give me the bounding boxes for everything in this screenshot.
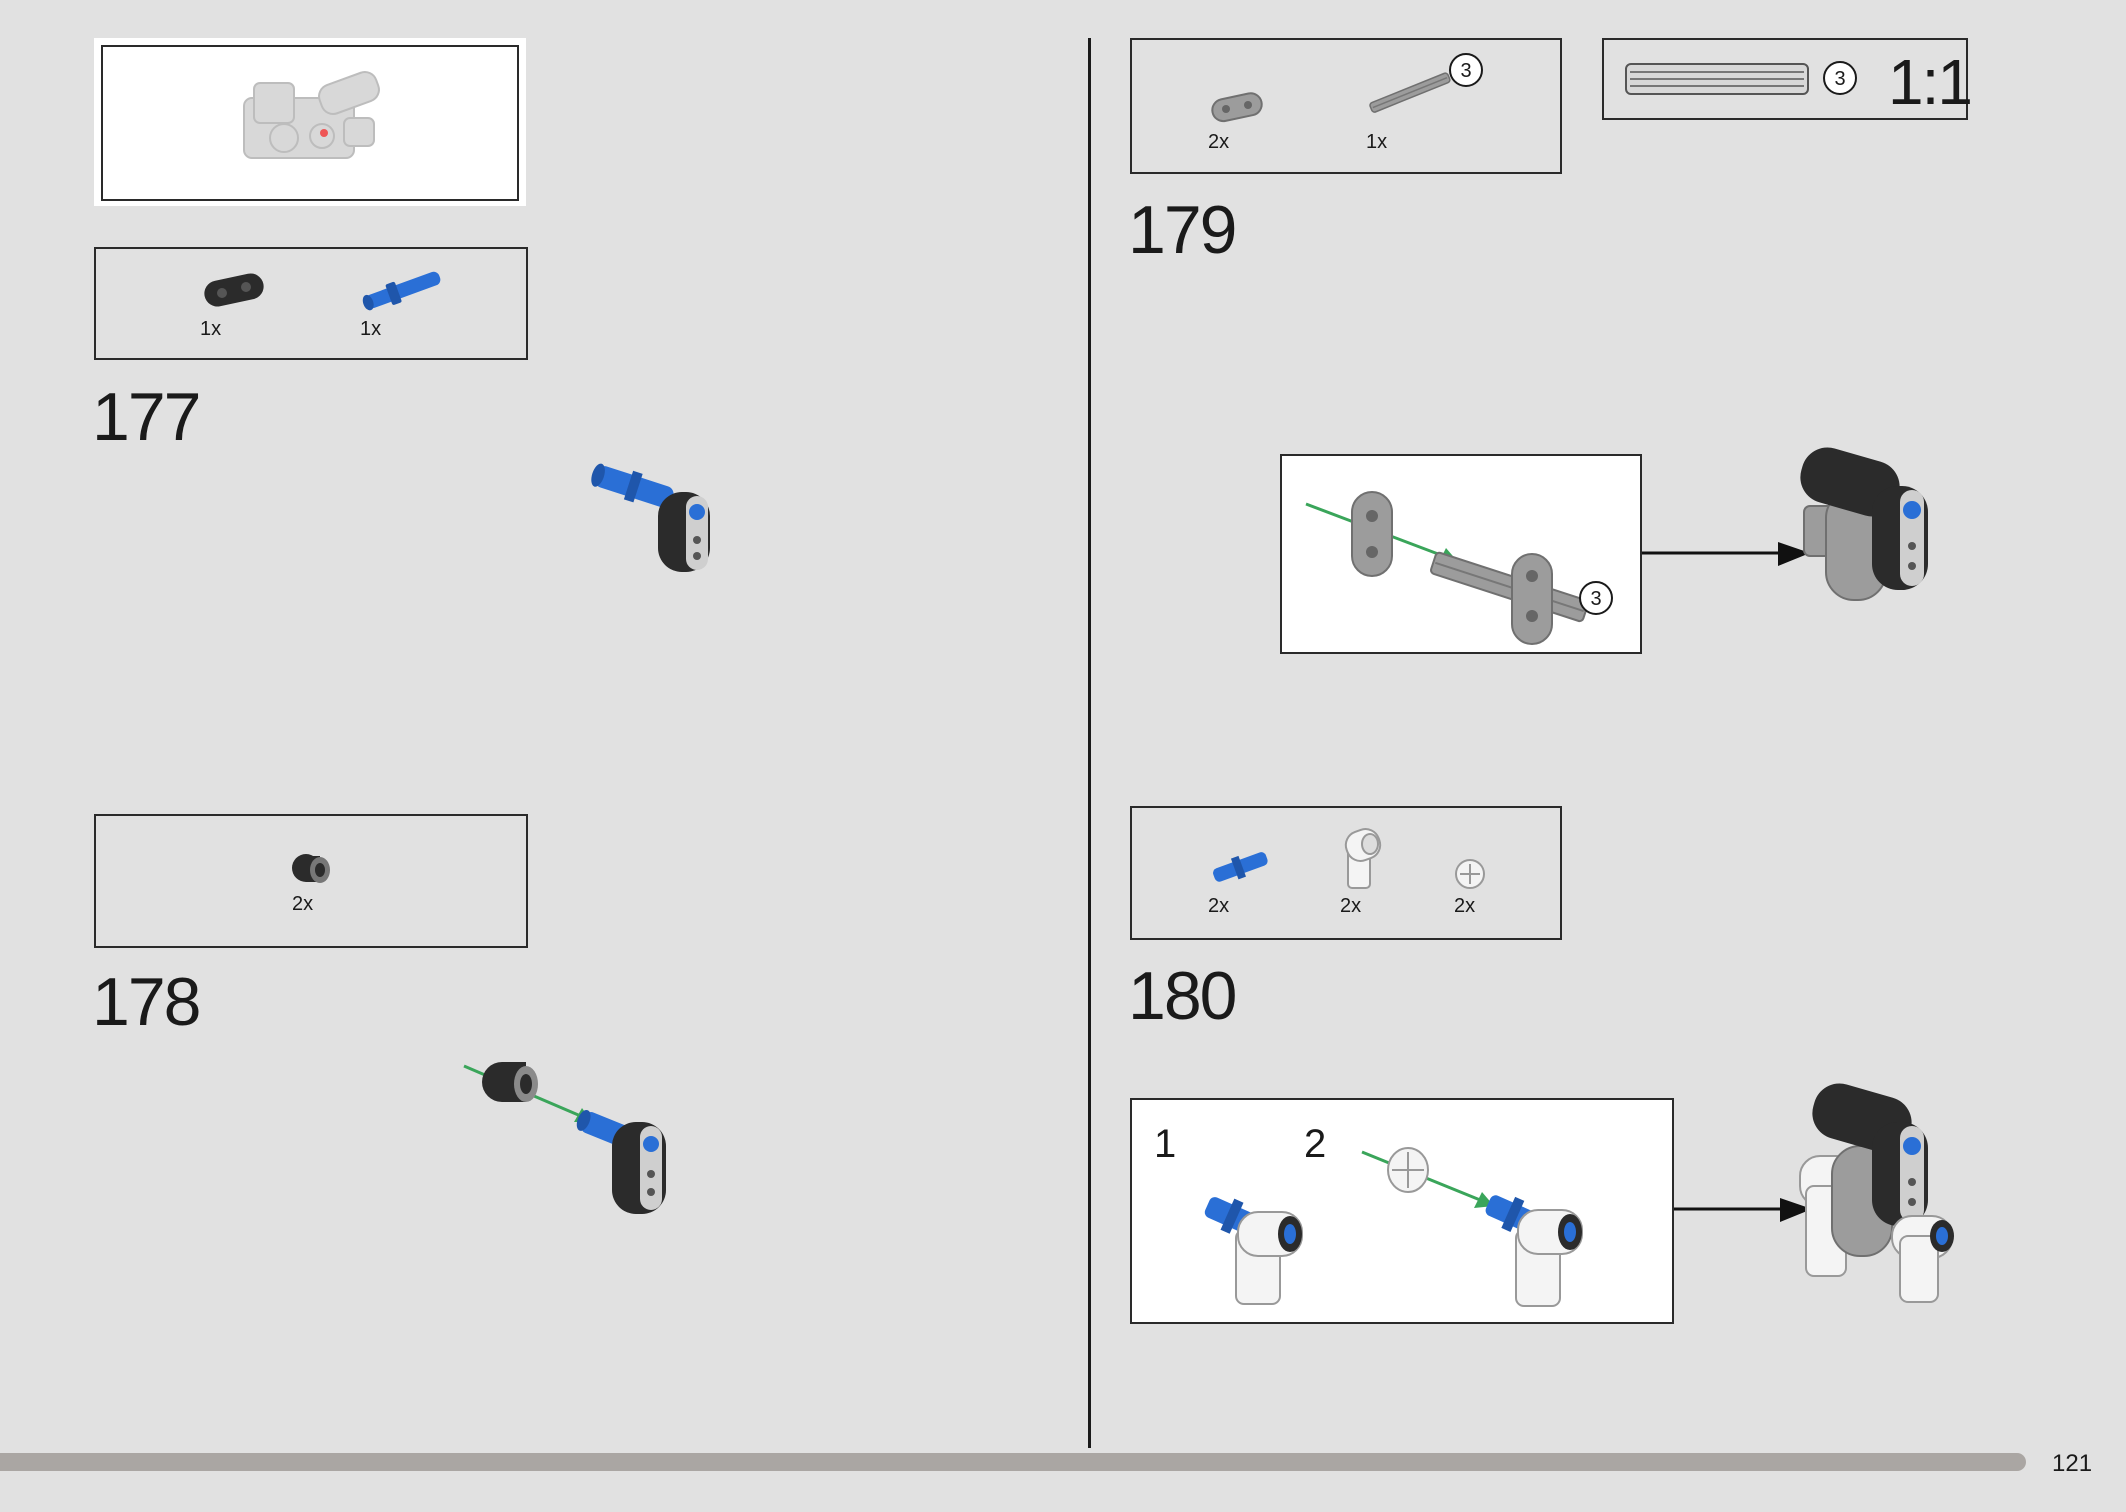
substep1-drawing-icon [1204,1197,1303,1305]
page-number: 121 [2052,1450,2093,1477]
part-qty: 2x [1208,131,1230,153]
step180-result-icon [1799,1083,1954,1303]
page-divider [1088,38,1091,1448]
page-progress-bar [0,1453,2026,1471]
subassembly-drawing-icon [1305,491,1589,645]
subassembly-callout-label: 3 [1590,588,1602,610]
callout-circle [1579,581,1613,615]
part-qty: 1x [200,318,222,340]
scale-callout-label: 3 [1834,68,1846,90]
scale-ratio: 1:1 [1888,46,1973,118]
step180-parts-box: 2x 2x 2x [1130,806,1562,940]
step179-arrow-icon [1642,542,1810,566]
model-preview-icon [243,71,380,159]
part-qty: 2x [292,893,314,915]
step180-substeps-box: 1 2 [1130,1098,1674,1324]
white-angle-connector-icon [1344,828,1382,889]
model-preview-box [94,38,526,206]
callout-circle [1449,53,1483,87]
step180-arrow-icon [1674,1198,1812,1222]
part-qty: 2x [1208,895,1230,917]
black-beam-connector-icon [204,273,264,307]
step-number-179: 179 [1128,192,1237,268]
part-qty: 1x [360,318,382,340]
black-bush-icon [292,854,330,883]
step179-parts-box: 2x 3 1x [1130,38,1562,174]
callout-circle [1823,61,1857,95]
blue-axle-pin-icon [1213,852,1268,882]
part-qty: 2x [1340,895,1362,917]
step179-result-icon [1800,447,1928,601]
axle-scale-icon [1625,63,1809,95]
substep2-drawing-icon [1361,1147,1583,1307]
step-number-178: 178 [92,964,201,1040]
step177-parts-box: 1x 1x [94,247,528,360]
part-length-label: 3 [1460,60,1472,82]
step178-assembly-icon [463,1062,666,1214]
part-qty: 1x [1366,131,1388,153]
step-number-180: 180 [1128,958,1237,1034]
gray-beam-icon [1211,92,1263,123]
part-qty: 2x [1454,895,1476,917]
scale-reference-box: 3 1:1 [1602,38,1973,120]
substep-number-1: 1 [1154,1122,1177,1166]
substep-number-2: 2 [1304,1122,1327,1166]
gray-axle-3-icon [1369,72,1451,113]
step179-subassembly-box: 3 [1280,454,1642,654]
white-bush-icon [1455,859,1485,889]
blue-long-pin-icon [362,271,441,311]
step-number-177: 177 [92,379,201,455]
step178-parts-box: 2x [94,814,528,948]
step177-assembly-icon [591,463,710,572]
